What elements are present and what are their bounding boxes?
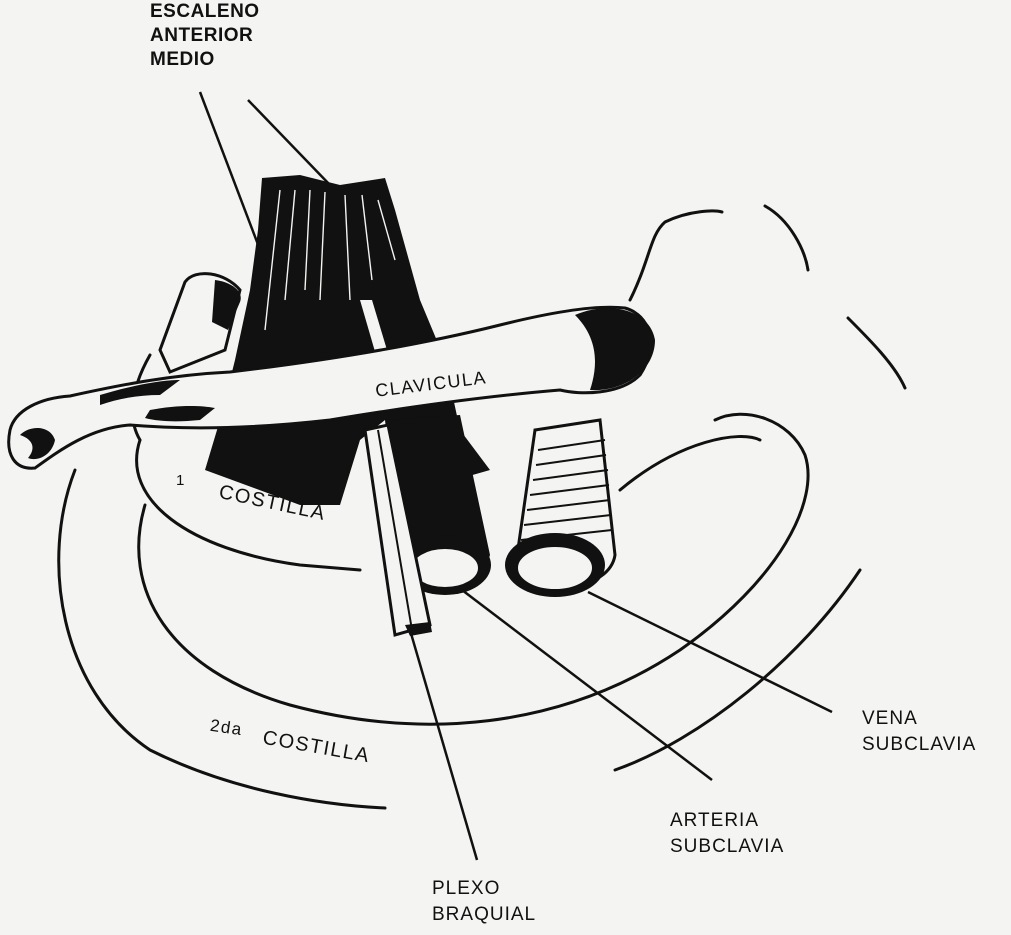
- label-vena: VENA SUBCLAVIA: [862, 706, 976, 758]
- leader-arteria: [461, 589, 713, 781]
- label-escaleno-line1: ESCALENO: [150, 1, 260, 22]
- second-rib-tail: [613, 568, 862, 772]
- leader-lines: [198, 91, 833, 861]
- first-rib-outline: [135, 438, 362, 572]
- shoulder-outline-3: [846, 316, 907, 390]
- rib-right-arc: [618, 435, 762, 492]
- leader-vena: [587, 590, 833, 714]
- label-vena-line2: SUBCLAVIA: [862, 734, 977, 755]
- label-escaleno-line2: ANTERIOR: [150, 25, 254, 46]
- shoulder-outline: [628, 209, 724, 302]
- leader-escaleno-2: [247, 99, 331, 186]
- leader-escaleno-1: [198, 91, 264, 256]
- label-vena-line1: VENA: [862, 708, 918, 729]
- label-costilla1-number: 1: [176, 472, 186, 489]
- clavicle-shape: [7, 305, 655, 470]
- second-rib-inner: [137, 412, 810, 726]
- label-escaleno-line3: MEDIO: [150, 49, 215, 70]
- leader-plexo: [408, 629, 479, 861]
- label-plexo-line2: BRAQUIAL: [432, 904, 537, 925]
- brachial-plexus-shape: [363, 423, 432, 637]
- subclavian-vein-shape: [505, 418, 617, 597]
- label-escaleno: ESCALENO ANTERIOR MEDIO: [150, 0, 260, 72]
- label-plexo-line1: PLEXO: [432, 878, 501, 899]
- second-rib-outline: [57, 468, 387, 810]
- shoulder-outline-2: [763, 204, 810, 272]
- label-plexo: PLEXO BRAQUIAL: [432, 876, 536, 928]
- label-arteria-line2: SUBCLAVIA: [670, 836, 785, 857]
- label-arteria: ARTERIA SUBCLAVIA: [670, 808, 784, 860]
- label-arteria-line1: ARTERIA: [670, 810, 760, 831]
